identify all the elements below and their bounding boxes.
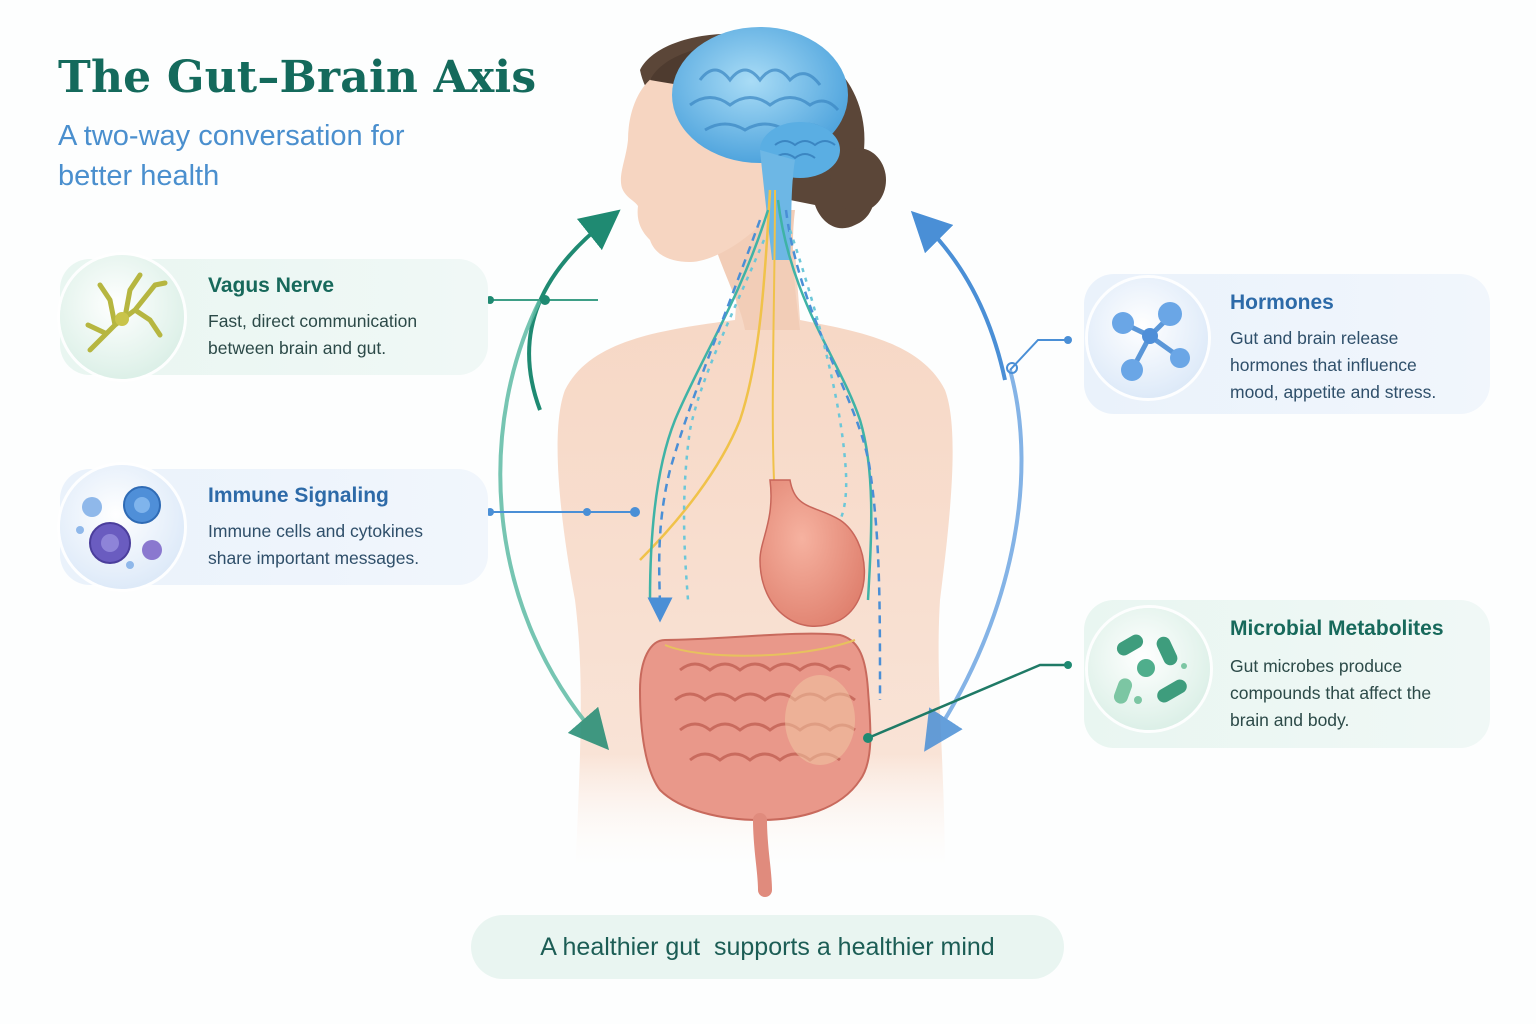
immune-signaling-text: Immune cells and cytokines share importa… (208, 521, 423, 568)
arc-right-down (924, 369, 1024, 752)
page-subtitle: A two-way conversation for better health (58, 120, 405, 192)
nerve-cell-icon (85, 272, 168, 353)
molecule-icon (1112, 302, 1190, 381)
hormones-icon-badge (1088, 278, 1208, 398)
microbial-metabolites-text: Gut microbes produce compounds that affe… (1230, 656, 1432, 730)
intestines (638, 632, 872, 897)
page-title: The Gut–Brain Axis (58, 52, 537, 103)
microbial-metabolites-title: Microbial Metabolites (1230, 617, 1444, 640)
arc-right-up (910, 210, 1007, 381)
vagus-nerve-lines (639, 189, 882, 701)
bacteria-icon (1113, 634, 1187, 704)
hair-bun (830, 148, 886, 212)
immune-signaling-title: Immune Signaling (208, 484, 389, 507)
microbial-metabolites-card: Microbial Metabolites Gut microbes produ… (1084, 600, 1490, 748)
microbial-metabolites-icon-badge (1088, 608, 1210, 730)
immune-signaling-icon-badge (60, 465, 184, 589)
vagus-nerve-title: Vagus Nerve (208, 274, 335, 297)
bottom-banner: A healthier gut supports a healthier min… (471, 915, 1064, 979)
connectors (486, 295, 1072, 743)
vagus-nerve-icon-badge (60, 255, 184, 379)
hormones-text: Gut and brain release hormones that infl… (1230, 328, 1437, 402)
immune-signaling-card: Immune Signaling Immune cells and cytoki… (60, 465, 488, 589)
immune-cells-icon (76, 486, 162, 569)
hormones-title: Hormones (1230, 291, 1334, 314)
vagus-nerve-card: Vagus Nerve Fast, direct communication b… (60, 255, 488, 379)
vagus-nerve-text: Fast, direct communication between brain… (208, 311, 418, 358)
hormones-card: Hormones Gut and brain release hormones … (1084, 274, 1490, 414)
stomach (759, 479, 866, 627)
